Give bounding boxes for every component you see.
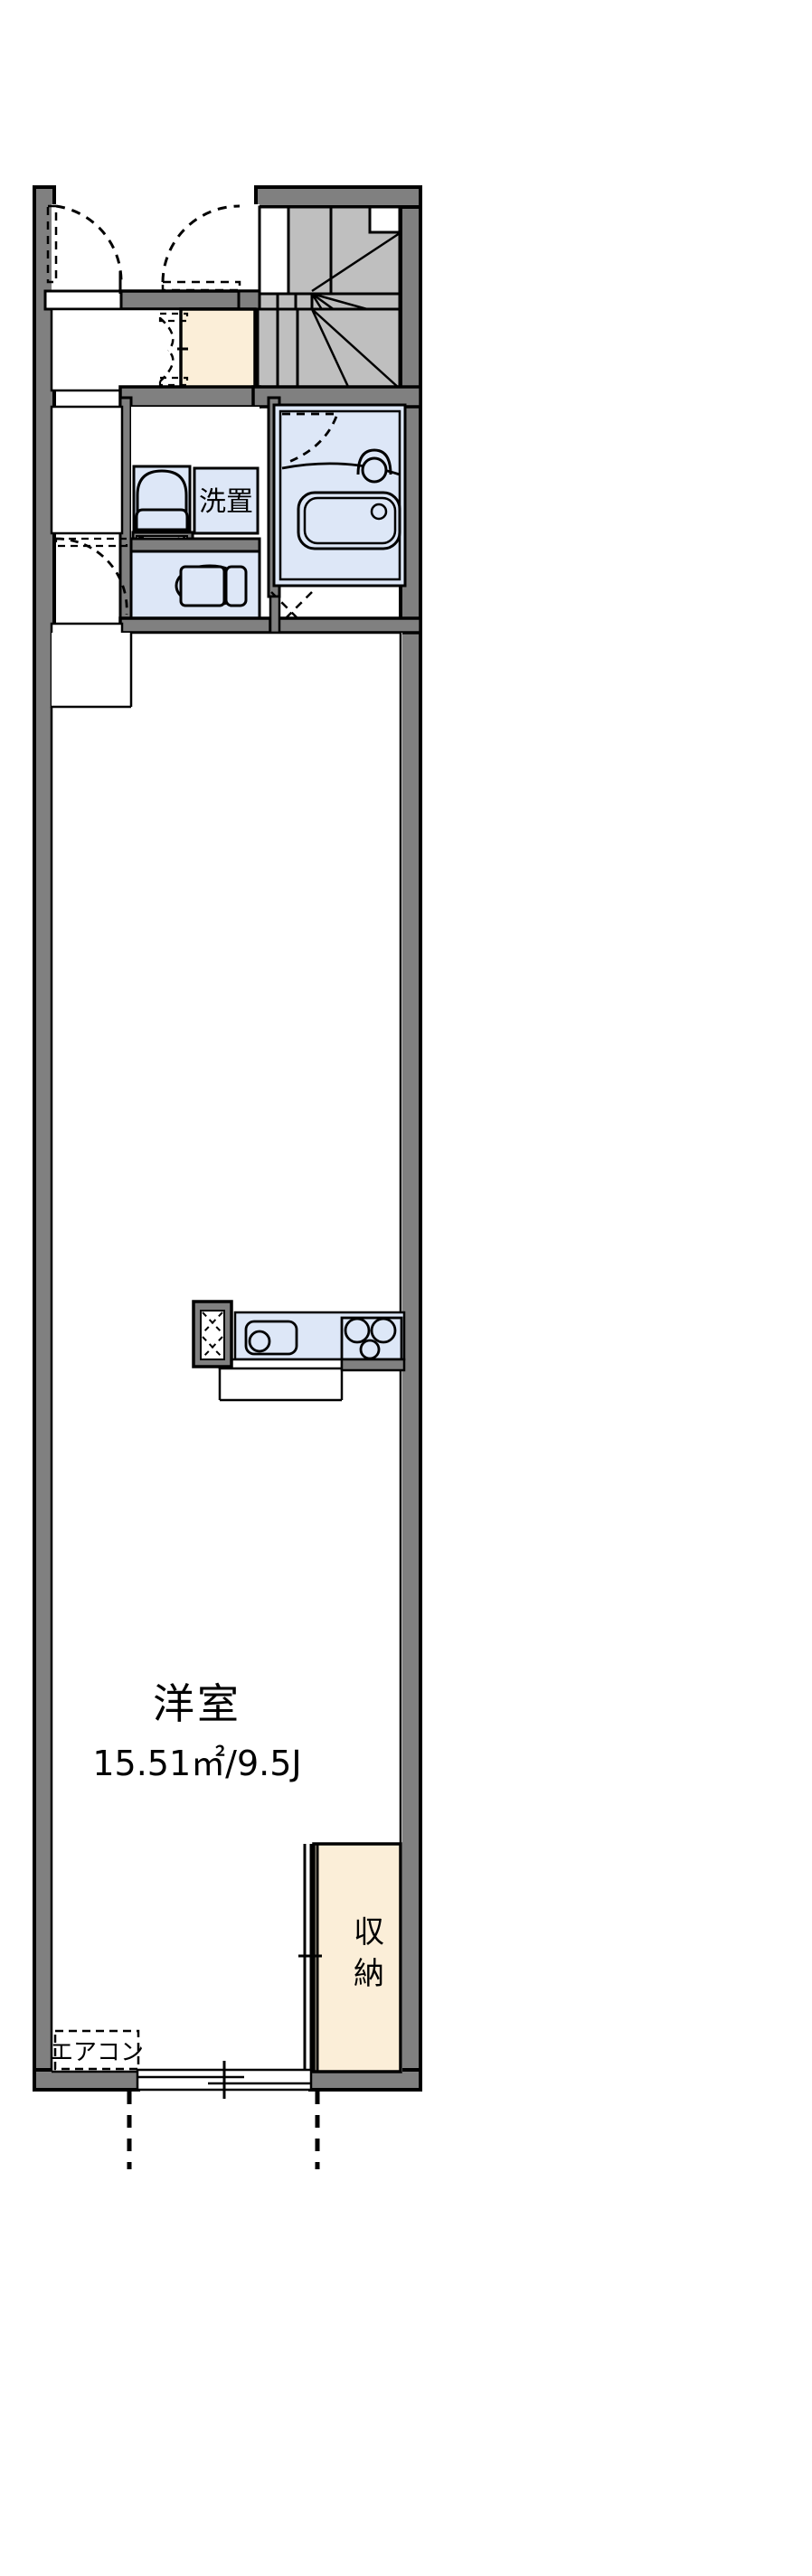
closet-door-leaf-top[interactable] xyxy=(158,312,189,323)
closet-door-arc-bottom xyxy=(159,350,175,382)
stair-fan-line-5 xyxy=(311,231,401,293)
kitchen-vent-x2 xyxy=(202,1312,223,1334)
kitchen-group xyxy=(192,1300,406,1402)
wall-washroom-toilet xyxy=(129,537,261,553)
wall-hall-bottom xyxy=(118,385,261,409)
sanitary-block: 洗置 xyxy=(118,396,422,635)
stove-burner-right xyxy=(370,1317,397,1344)
wall-bottom-left xyxy=(33,2068,140,2092)
stair-tread-1 xyxy=(287,205,333,296)
aircon-group: エアコン xyxy=(50,2029,144,2071)
kitchen-vent-x4 xyxy=(202,1336,223,1359)
stair-tread-8 xyxy=(296,307,401,390)
stove-burner-center xyxy=(359,1339,381,1360)
closet-label-char: 収 xyxy=(354,1914,384,1951)
aircon-label: エアコン xyxy=(50,2039,144,2066)
wall-top-right xyxy=(254,185,422,209)
entry-closet xyxy=(179,307,257,390)
aircon-box xyxy=(53,2029,140,2071)
closet-label-line1: 収納 xyxy=(354,1914,384,1992)
room-labels: 洋室 15.51㎡/9.5J xyxy=(92,1679,301,1783)
balcony-window-group xyxy=(127,2061,320,2169)
vanity-mirror xyxy=(136,469,188,513)
kitchen-vent-window xyxy=(200,1310,225,1360)
storage-closet xyxy=(312,1842,402,2073)
kitchen-drain xyxy=(248,1330,271,1353)
hall-lower-floor xyxy=(50,405,124,535)
entrance-threshold xyxy=(43,289,123,311)
closet-label-char: 納 xyxy=(354,1956,384,1992)
stair-fan-line-7 xyxy=(310,308,351,390)
entrance-floor xyxy=(52,204,260,293)
room-name-label: 洋室 xyxy=(153,1679,241,1728)
stair-notch xyxy=(368,205,401,234)
vanity-sink xyxy=(131,465,194,550)
stair-fan-line-6 xyxy=(311,308,401,390)
stair-tread-7 xyxy=(276,307,299,390)
toilet-seat xyxy=(179,565,226,607)
shower-mount xyxy=(356,448,392,475)
room-area-label: 15.51㎡/9.5J xyxy=(92,1744,301,1783)
kitchen-counter-edge xyxy=(340,1358,406,1372)
upper-hall xyxy=(50,307,401,392)
kitchen-cabinet-front xyxy=(218,1358,345,1370)
wall-bath-bottom xyxy=(274,616,422,635)
storage-closet-group: 収納 xyxy=(298,1842,402,2073)
shower-head-icon xyxy=(361,456,388,484)
laundry-label: 洗置 xyxy=(199,486,253,518)
vanity-basin xyxy=(135,508,189,531)
entrance-area xyxy=(43,204,262,311)
room-door-leaf-upper[interactable] xyxy=(54,537,128,548)
wall-sanitary-bottom xyxy=(118,616,272,635)
bath-door-swing[interactable] xyxy=(282,412,339,465)
room-door-arc-upper xyxy=(55,537,128,616)
closet-door-arc-top xyxy=(159,317,175,352)
entrance-door-leaf[interactable] xyxy=(46,204,58,284)
toilet-fixture xyxy=(175,564,248,607)
wall-bath-jamb xyxy=(269,595,281,635)
stove-burner-left xyxy=(344,1317,371,1344)
stair-tread-6 xyxy=(256,307,279,390)
washing-machine-pan xyxy=(193,466,260,535)
bathtub-drain xyxy=(370,503,388,521)
hall-door-swing-arc xyxy=(161,204,241,283)
entrance-door-swing-arc xyxy=(55,204,123,283)
wall-stub-stairs xyxy=(237,289,262,311)
washing-machine-space: 洗置 xyxy=(193,466,260,535)
toilet-tank xyxy=(224,565,248,607)
stair-landing-strip xyxy=(258,205,290,296)
